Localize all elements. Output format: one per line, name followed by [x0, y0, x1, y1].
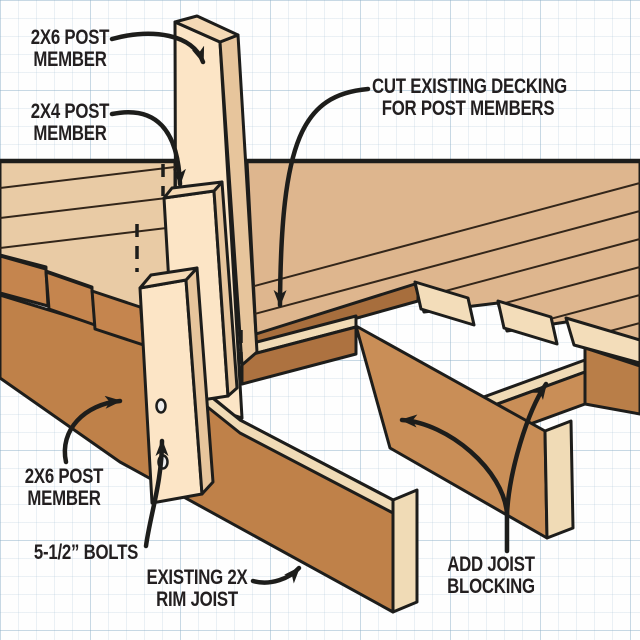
- bolt-head: [155, 398, 167, 414]
- arrow-to-2x4-post: [109, 110, 186, 187]
- label-line: 2X6 POST: [30, 26, 110, 49]
- cut-board-end-face: [413, 280, 476, 327]
- post-2x6-front-top-face: [138, 266, 199, 290]
- deck-board-gap: [247, 182, 640, 289]
- label-2x6-post-member-bottom: 2X6 POST MEMBER: [8, 466, 120, 510]
- arrow-to-2x6-post-front: [62, 395, 123, 465]
- label-line: MEMBER: [27, 486, 101, 510]
- cut-board-end-face: [564, 316, 640, 365]
- blocking-left-face: [240, 325, 358, 386]
- deck-board-gap: [247, 210, 640, 317]
- deck-board-gap: [0, 196, 175, 219]
- label-line: EXISTING 2X: [146, 566, 248, 589]
- label-line: 2X6 POST: [24, 465, 104, 488]
- label-cut-existing-decking: CUT EXISTING DECKING FOR POST MEMBERS: [372, 75, 567, 120]
- label-line: BLOCKING: [447, 574, 535, 598]
- deck-board-gap: [247, 294, 640, 344]
- arrow-to-2x6-post-top: [109, 31, 206, 65]
- arrow-to-blocking-right: [504, 381, 549, 517]
- label-line: CUT EXISTING DECKING: [372, 75, 567, 98]
- label-line: RIM JOIST: [156, 587, 238, 611]
- label-line: MEMBER: [33, 121, 107, 145]
- arrow-to-rim-joist: [250, 565, 302, 585]
- cut-board-end-face: [496, 299, 559, 346]
- deck-board-gap: [0, 166, 175, 189]
- arrow-to-blocking-left: [399, 414, 510, 517]
- label-2x4-post-member: 2X4 POST MEMBER: [14, 101, 126, 145]
- deck-surface-right: [245, 159, 640, 365]
- label-line: 2X4 POST: [30, 100, 110, 123]
- leader-arrows: [62, 31, 549, 585]
- arrow-to-bolts: [143, 438, 169, 549]
- label-2x6-post-member-top: 2X6 POST MEMBER: [14, 27, 126, 71]
- label-line: 5-1/2” BOLTS: [33, 541, 139, 564]
- deck-board-gap: [0, 226, 175, 249]
- label-bolts: 5-1/2” BOLTS: [22, 542, 150, 564]
- joist-far-right-face: [583, 346, 640, 416]
- label-add-joist-blocking: ADD JOIST BLOCKING: [435, 554, 547, 598]
- rim-joist-end-face: [391, 488, 419, 614]
- label-line: FOR POST MEMBERS: [381, 96, 555, 120]
- label-existing-rim-joist: EXISTING 2X RIM JOIST: [141, 567, 253, 611]
- post-2x6-tall-top-face: [173, 14, 240, 44]
- joist-middle-end-face: [543, 419, 575, 540]
- post-2x4-top-face: [162, 180, 224, 200]
- arrow-to-cut-decking: [273, 86, 371, 308]
- label-line: ADD JOIST: [447, 553, 535, 576]
- label-line: MEMBER: [33, 47, 107, 71]
